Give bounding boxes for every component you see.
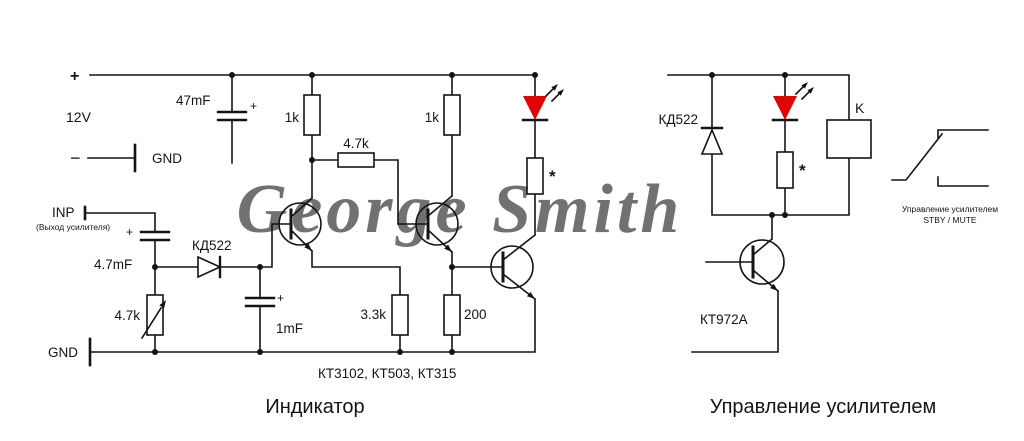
d1-label: КД522 [192,238,232,253]
led-control [771,82,814,122]
contacts-caption-line1: Управление усилителем [902,204,998,214]
control-circuit: КД522 K * КТ972А Управление усилителем S… [658,72,998,418]
c2-label: 4.7mF [94,257,132,272]
c1-label: 47mF [176,93,211,108]
r3-label: 1k [425,110,440,125]
transistor-q3 [490,245,535,299]
resistor-r4-3.3k [391,294,409,336]
contacts-caption-line2: STBY / MUTE [923,215,977,225]
junction-dots-control [709,72,788,218]
pot-label: 4.7k [114,308,140,323]
supply-minus-label: − [70,148,81,168]
transistor-q2 [415,202,459,252]
control-q1-label: КТ972А [700,312,748,327]
relay-coil [826,119,872,159]
input-label: INP [52,205,75,220]
r5-label: 200 [464,307,487,322]
resistor-led-star-right [776,151,794,189]
capacitor-c1-47mF [216,110,248,122]
resistor-r3-1k [443,94,461,136]
led-emission-arrow [557,89,564,96]
led-emission-arrow [801,82,808,89]
r2-label: 4.7k [343,136,369,151]
capacitor-c2-4.7mF [139,230,171,242]
relay-label: K [855,100,865,116]
c3-label: 1mF [276,321,303,336]
resistor-led-star [526,157,544,195]
led-indicator [521,84,564,122]
gnd-bottom-label: GND [48,345,78,360]
junction-dots-indicator [152,72,538,355]
led-emission-arrow [551,84,558,91]
resistor-r5-200 [443,294,461,336]
r4-label: 3.3k [360,307,386,322]
c1-polarity: + [250,99,257,113]
r1-label: 1k [285,110,300,125]
transistor-types-label: КТ3102, КТ503, КТ315 [318,366,456,381]
control-title: Управление усилителем [710,396,936,418]
diode-kd522-right [700,126,724,155]
control-r-led-star-label: * [799,161,806,180]
resistor-r1-1k [303,94,321,136]
led-triangle [773,96,797,120]
c3-polarity: + [277,291,284,305]
diode-kd522-left [197,255,222,279]
transistor-q1 [278,202,322,251]
indicator-circuit: + 12V − GND 47mF + 1k 4.7k 1k * INP (Вых… [36,68,564,418]
capacitor-c3-1mF [244,296,276,308]
resistor-r2-4.7k [337,152,375,168]
supply-plus-label: + [70,68,79,85]
c2-polarity: + [126,225,133,239]
relay-contacts [891,129,989,187]
supply-voltage-label: 12V [66,109,92,125]
led-triangle [523,96,547,120]
led-emission-arrow [807,87,814,94]
r-led-star-label: * [549,167,556,186]
watermark-text: George Smith [237,171,684,248]
potentiometer-4.7k [140,294,166,340]
control-wires [667,74,850,353]
gnd-top-label: GND [152,151,182,166]
control-d1-label: КД522 [658,112,698,127]
input-sublabel: (Выход усилителя) [36,222,110,232]
transistor-q4-kt972a [739,239,785,291]
indicator-title: Индикатор [265,396,364,418]
